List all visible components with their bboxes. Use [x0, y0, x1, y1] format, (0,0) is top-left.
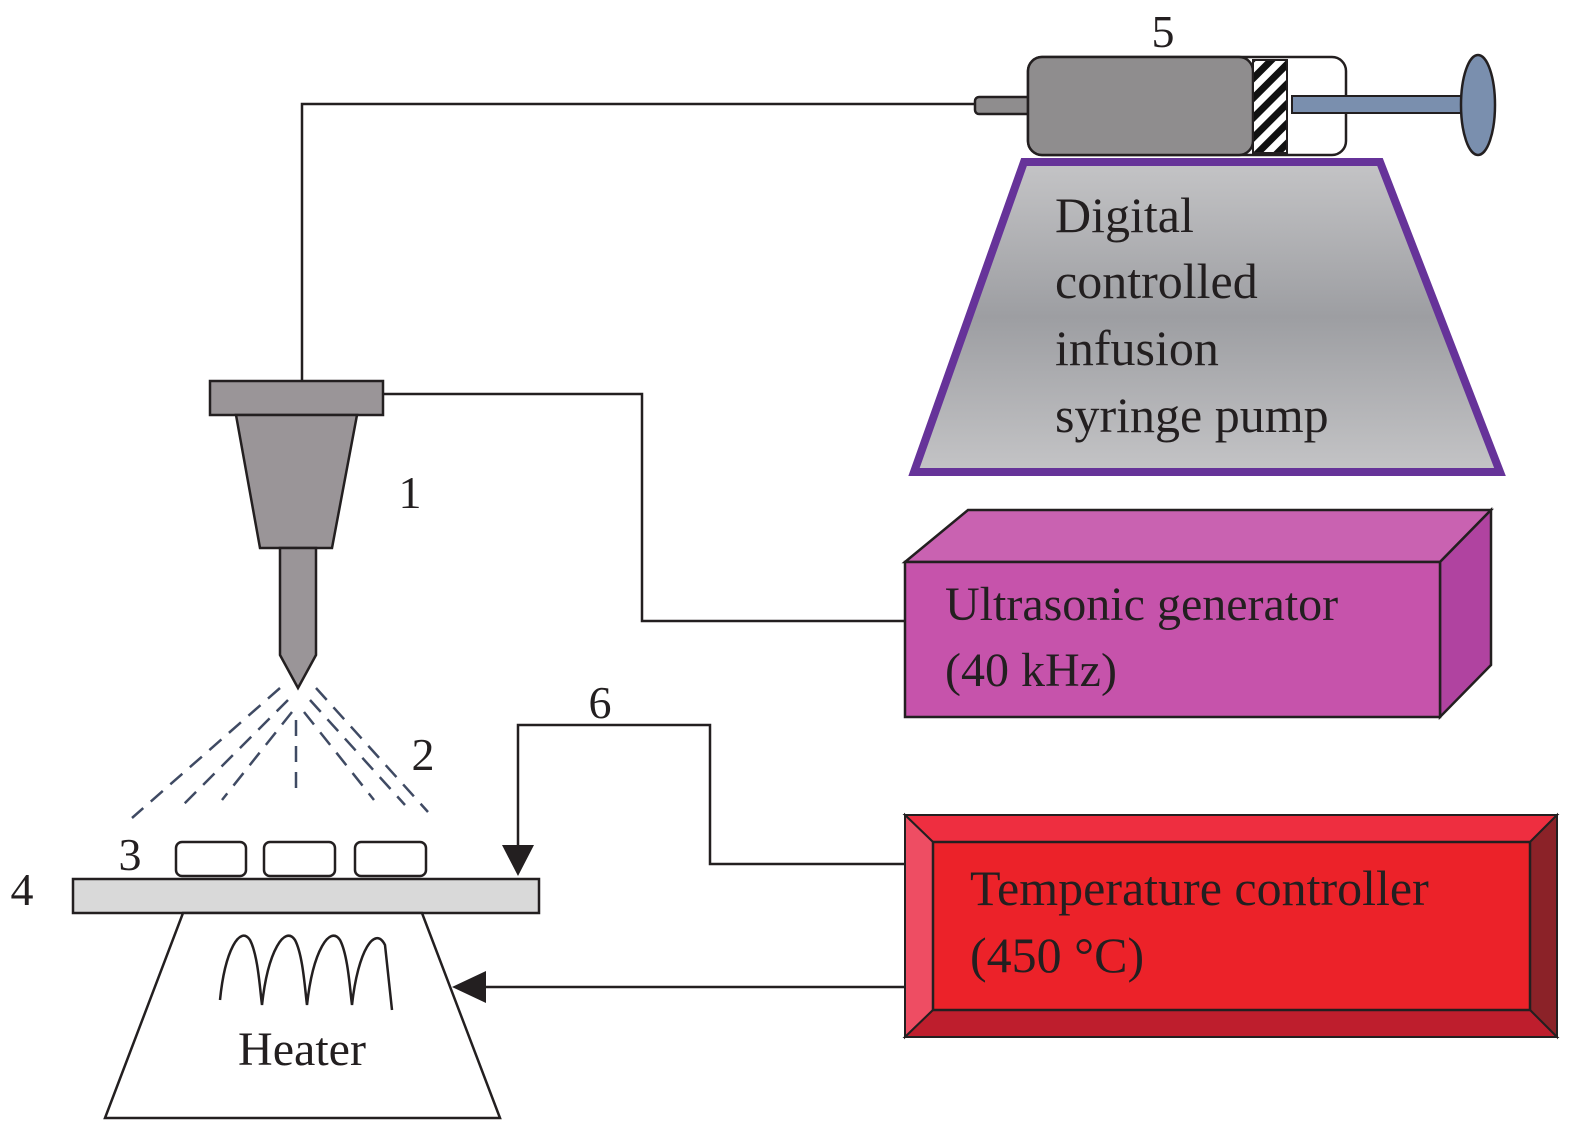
- pump-label-line-2: controlled: [1055, 253, 1258, 309]
- label-1: 1: [399, 467, 422, 518]
- pump-label-line-1: Digital: [1055, 187, 1194, 243]
- thermocouple-wire: [516, 723, 905, 866]
- syringe-pump: [908, 158, 1506, 476]
- heater-arrow-icon: [452, 971, 486, 1003]
- ultrasonic-nozzle: [208, 379, 385, 691]
- temperature-label-line-2: (450 °C): [970, 927, 1144, 983]
- pump-label-line-4: syringe pump: [1055, 387, 1329, 443]
- pump-label-line-3: infusion: [1055, 320, 1219, 376]
- substrates: [174, 840, 428, 878]
- hot-plate: [71, 877, 541, 915]
- syringe: [973, 53, 1497, 157]
- label-3: 3: [119, 829, 142, 880]
- ultrasonic-generator: [901, 506, 1494, 721]
- label-4: 4: [11, 864, 34, 915]
- label-5: 5: [1152, 6, 1175, 57]
- ultrasonic-wire: [383, 392, 905, 623]
- feed-line: [300, 102, 975, 382]
- spray-mist: [131, 687, 429, 819]
- ultrasonic-label-line-2: (40 kHz): [945, 644, 1117, 697]
- thermocouple-arrow-icon: [502, 845, 534, 876]
- label-6: 6: [589, 677, 612, 728]
- label-2: 2: [412, 729, 435, 780]
- temperature-label-line-1: Temperature controller: [970, 860, 1429, 916]
- heater: [103, 911, 502, 1120]
- heating-coil-icon: [218, 934, 394, 1011]
- temperature-controller: [902, 812, 1560, 1040]
- ultrasonic-label-line-1: Ultrasonic generator: [945, 578, 1338, 631]
- heater-label: Heater: [238, 1023, 366, 1076]
